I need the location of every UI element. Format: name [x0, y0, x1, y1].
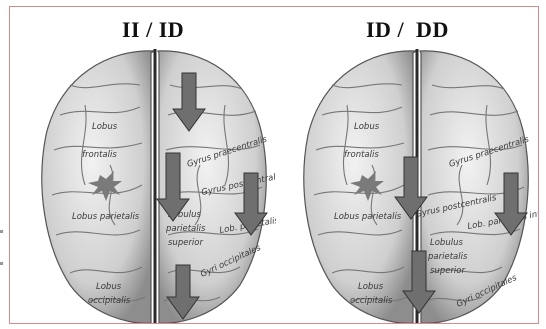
- label-lobus-frontalis: Lobus: [354, 122, 380, 132]
- label-lobulus: Lobulus: [430, 238, 463, 248]
- label-lobus-occipitalis: Lobus: [358, 282, 384, 292]
- figure-frame: II / ID ID / DD: [9, 6, 539, 324]
- brain-diagram-left: Lobus frontalis Gyrus praecentralis Gyru…: [30, 45, 276, 324]
- edge-mark: [0, 230, 3, 233]
- label-lobus-frontalis: Lobus: [92, 122, 118, 132]
- label-occipitalis: occipitalis: [88, 296, 131, 306]
- label-parietalis: parietalis: [165, 224, 206, 234]
- panel-title-left: II / ID: [122, 17, 184, 43]
- label-parietalis: parietalis: [427, 252, 468, 262]
- label-occipitalis: occipitalis: [350, 296, 393, 306]
- brain-diagram-right: Lobus frontalis Gyrus praecentralis Gyru…: [292, 45, 538, 324]
- label-frontalis: frontalis: [82, 150, 117, 160]
- label-superior: superior: [168, 238, 203, 248]
- label-superior: superior: [430, 266, 465, 276]
- label-lobus-parietalis: Lobus parietalis: [334, 212, 402, 222]
- edge-mark: [0, 262, 3, 265]
- label-lobus-parietalis: Lobus parietalis: [72, 212, 140, 222]
- panel-title-right: ID / DD: [366, 17, 449, 43]
- label-frontalis: frontalis: [344, 150, 379, 160]
- label-lobus-occipitalis: Lobus: [96, 282, 122, 292]
